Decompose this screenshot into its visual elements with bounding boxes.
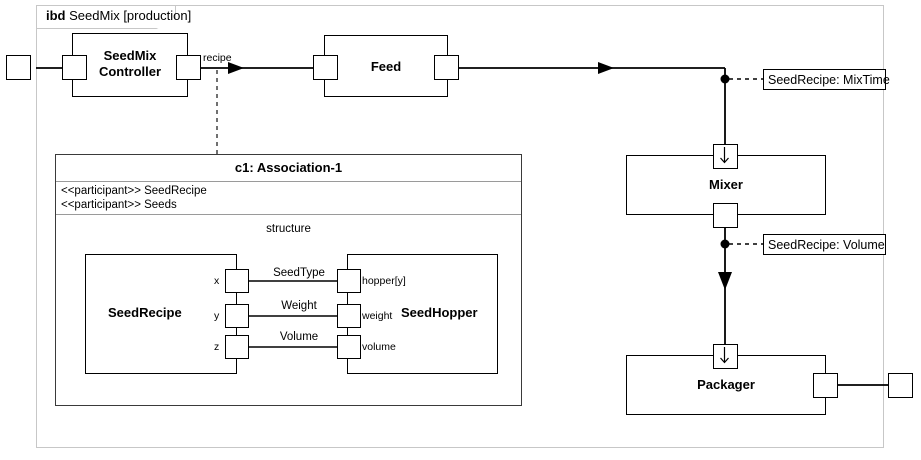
port-packager-in[interactable] — [713, 344, 738, 369]
block-seedmix-controller-label: SeedMix Controller — [73, 48, 187, 80]
association-participants: <<participant>> SeedRecipe <<participant… — [56, 182, 521, 215]
port-external-right[interactable] — [888, 373, 913, 398]
connector-label-seedtype: SeedType — [273, 267, 325, 279]
port-seedhopper-volume[interactable] — [337, 335, 361, 359]
block-feed-label: Feed — [370, 59, 402, 74]
port-label-z: z — [214, 341, 220, 353]
label-line-2: Controller — [98, 64, 162, 79]
port-mixer-in[interactable] — [713, 144, 738, 169]
block-packager-label: Packager — [697, 377, 755, 392]
structure-label: structure — [266, 223, 311, 235]
connector-label-weight: Weight — [281, 300, 317, 312]
port-label-weight: weight — [362, 310, 393, 322]
port-seedhopper-hopper[interactable] — [337, 269, 361, 293]
port-seedrecipe-z[interactable] — [225, 335, 249, 359]
block-seedrecipe-label: SeedRecipe — [108, 305, 182, 320]
connector-label-volume: Volume — [279, 331, 319, 343]
diagram-title: ibd SeedMix [production] — [46, 8, 191, 24]
port-controller-right[interactable] — [176, 55, 201, 80]
note-seedrecipe-mixtime: SeedRecipe: MixTime — [763, 69, 890, 90]
port-mixer-out[interactable] — [713, 203, 738, 228]
diagram-frame-tab — [36, 5, 176, 29]
diagram-frame — [36, 5, 884, 448]
block-seedhopper-label: SeedHopper — [401, 305, 478, 320]
port-packager-right[interactable] — [813, 373, 838, 398]
note-seedrecipe-volume: SeedRecipe: Volume — [763, 234, 886, 255]
port-seedrecipe-x[interactable] — [225, 269, 249, 293]
down-arrow-icon — [720, 147, 730, 164]
down-arrow-icon — [720, 347, 730, 364]
block-feed[interactable]: Feed — [324, 35, 448, 97]
block-mixer-label: Mixer — [709, 177, 743, 192]
participant-item: <<participant>> SeedRecipe — [61, 185, 207, 197]
diagram-name: SeedMix [production] — [69, 8, 192, 23]
label-line-1: SeedMix — [103, 48, 157, 63]
port-seedrecipe-y[interactable] — [225, 304, 249, 328]
port-feed-right[interactable] — [434, 55, 459, 80]
association-structure-compartment: structure — [56, 215, 521, 378]
port-label-y: y — [214, 310, 220, 322]
port-label-hopper: hopper[y] — [362, 275, 406, 287]
port-seedhopper-weight[interactable] — [337, 304, 361, 328]
port-external-left[interactable] — [6, 55, 31, 80]
participant-item: <<participant>> Seeds — [61, 198, 177, 211]
port-feed-left[interactable] — [313, 55, 338, 80]
port-label-x: x — [214, 275, 220, 287]
port-controller-left[interactable] — [62, 55, 87, 80]
diagram-keyword: ibd — [46, 8, 66, 23]
block-seedrecipe[interactable]: SeedRecipe — [85, 254, 237, 374]
port-label-volume: volume — [362, 341, 396, 353]
association-title: c1: Association-1 — [56, 155, 521, 182]
block-seedhopper[interactable]: SeedHopper — [347, 254, 498, 374]
flow-label-recipe: recipe — [203, 52, 232, 64]
block-seedmix-controller[interactable]: SeedMix Controller — [72, 33, 188, 97]
